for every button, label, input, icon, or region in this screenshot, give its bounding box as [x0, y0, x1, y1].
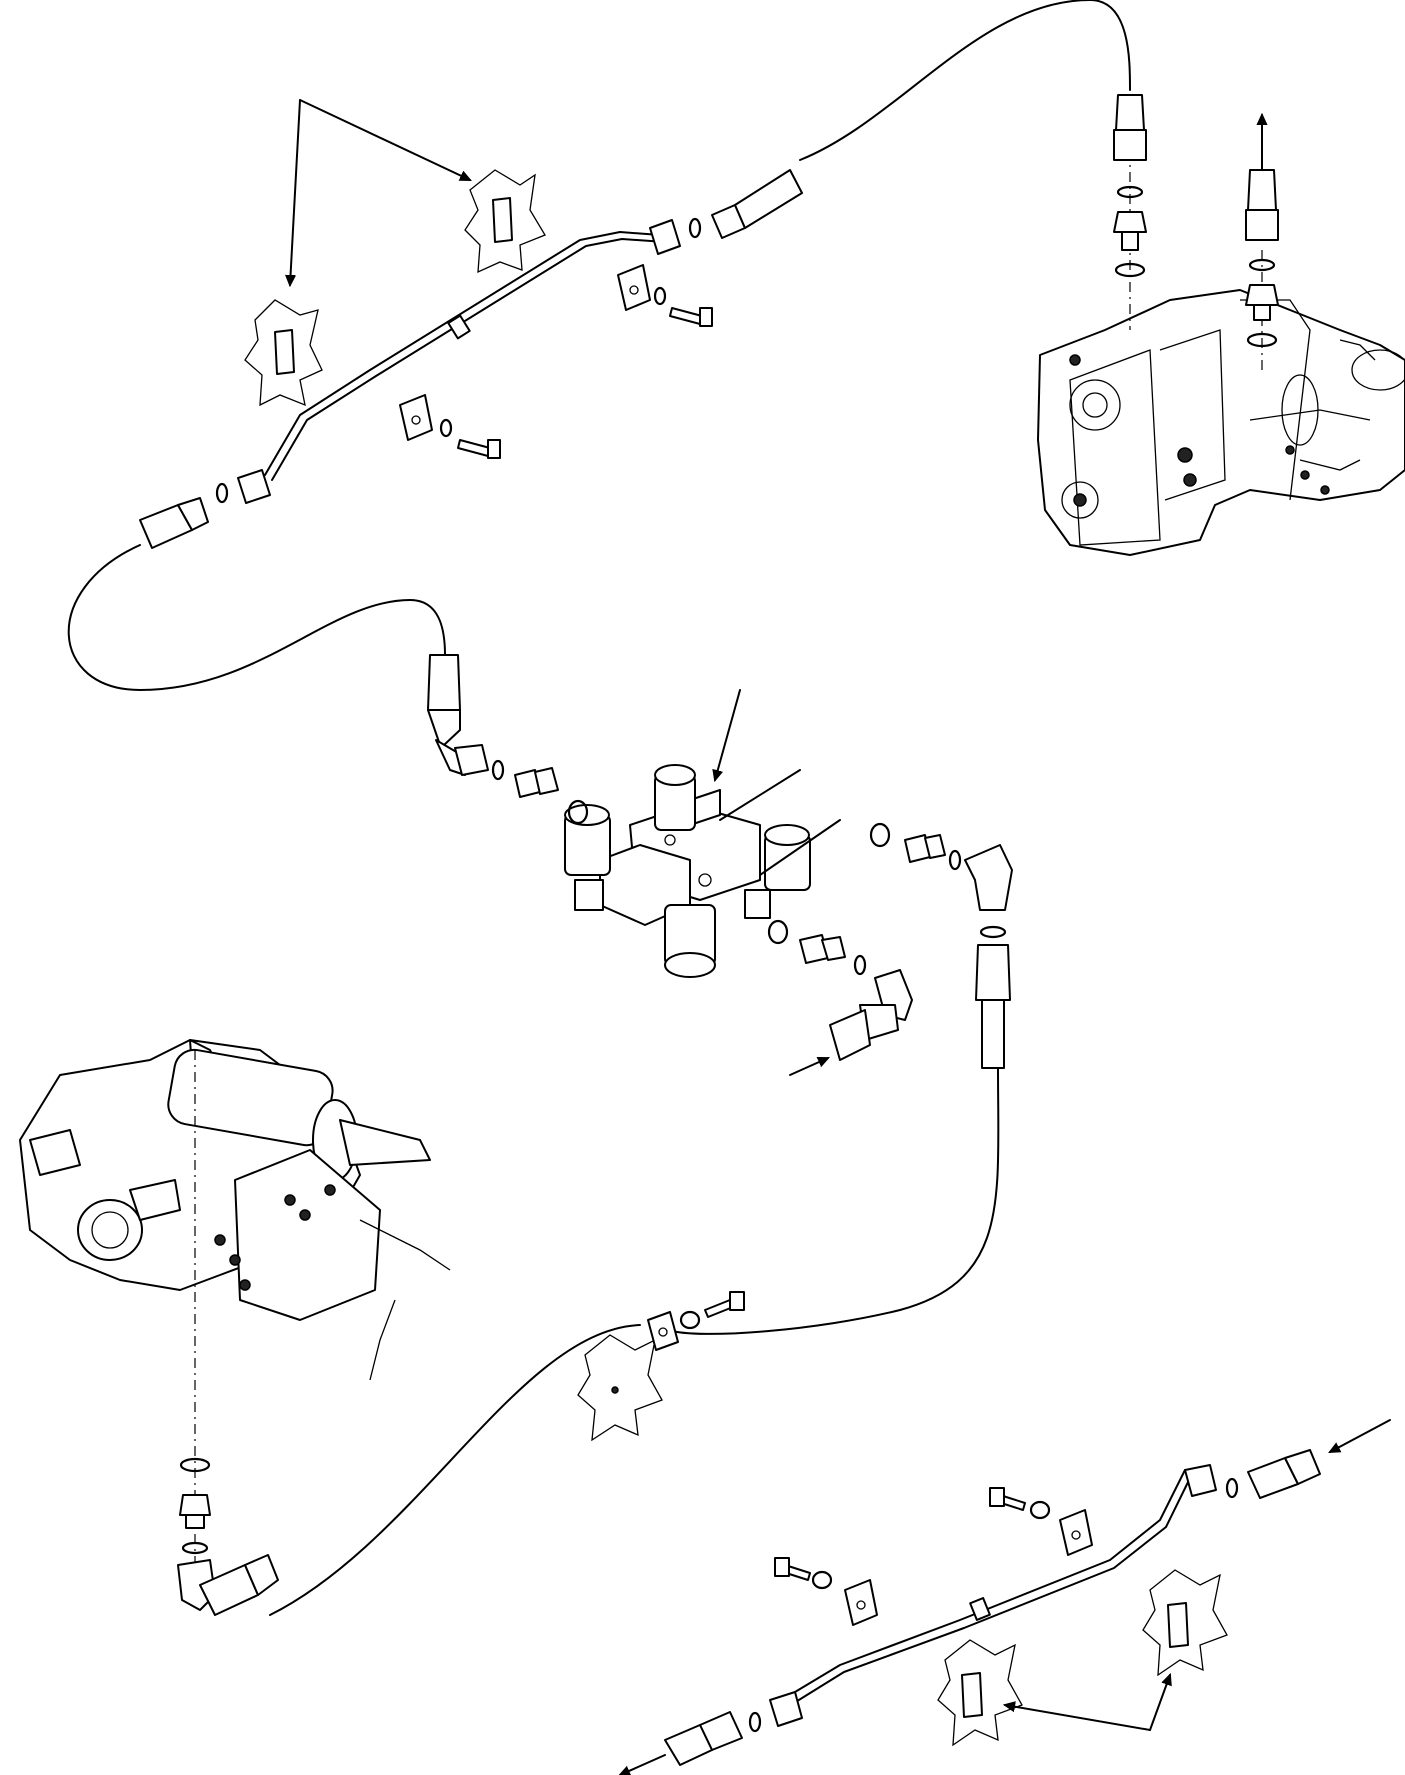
- pipe-clamp: [1059, 1509, 1093, 1556]
- solenoid-valve-block: [564, 764, 841, 978]
- washer: [653, 286, 667, 306]
- pipe-clamp: [647, 1311, 679, 1351]
- o-ring: [1225, 1477, 1239, 1499]
- pipe-clamp: [617, 264, 651, 311]
- o-ring: [979, 925, 1007, 939]
- rigid-pipe-upper: [264, 231, 666, 481]
- o-ring: [491, 759, 505, 781]
- o-ring: [567, 799, 589, 825]
- bracket-mount: [244, 299, 323, 407]
- elbow-fitting: [964, 844, 1013, 911]
- o-ring: [688, 217, 702, 239]
- hose-end-fitting: [711, 169, 803, 239]
- o-ring: [215, 482, 229, 504]
- o-ring: [1114, 262, 1146, 278]
- o-ring: [1116, 185, 1144, 199]
- hose-end-fitting: [199, 1554, 279, 1616]
- leader-arrows: [290, 99, 470, 285]
- hose-end-fitting: [620, 1711, 743, 1775]
- pipe-clamp: [399, 394, 433, 441]
- o-ring: [748, 1711, 762, 1733]
- hose-end-fitting: [829, 1004, 899, 1061]
- hose-end-fitting: [1247, 1419, 1391, 1499]
- washer: [1029, 1500, 1051, 1520]
- hose-end-fitting: [1113, 94, 1147, 161]
- leader-arrows: [715, 689, 741, 780]
- o-ring: [1248, 258, 1276, 272]
- o-ring: [179, 1457, 211, 1473]
- o-ring: [767, 919, 789, 945]
- o-ring: [181, 1541, 209, 1555]
- o-ring: [853, 954, 867, 976]
- hose-end-fitting: [975, 944, 1011, 1069]
- swivel-nut: [237, 469, 271, 504]
- adapter-fitting: [179, 1494, 211, 1529]
- washer: [679, 1310, 701, 1330]
- bolt: [669, 307, 713, 327]
- adapter-fitting: [1245, 284, 1279, 321]
- o-ring: [869, 822, 891, 848]
- hose-upper-long-loop: [67, 0, 1131, 691]
- hose-end-fitting: [139, 497, 209, 549]
- hose-lower-long-loop: [269, 1067, 1000, 1616]
- leader-arrows: [1005, 1675, 1170, 1731]
- hose-end-fitting: [1245, 115, 1279, 241]
- flow-arrow: [789, 1057, 828, 1076]
- rigid-pipe-lower: [789, 1469, 1193, 1704]
- elbow-fitting: [454, 744, 489, 776]
- adapter-fitting: [1113, 211, 1147, 251]
- washer: [811, 1570, 833, 1590]
- pipe-clamp: [844, 1579, 878, 1626]
- adapter-fitting: [514, 767, 559, 798]
- bracket-mount: [1142, 1569, 1228, 1677]
- swivel-nut: [1184, 1464, 1217, 1497]
- adapter-fitting: [799, 934, 846, 964]
- bracket-mount: [577, 1334, 663, 1442]
- washer: [439, 418, 453, 438]
- swivel-nut: [769, 1691, 803, 1727]
- o-ring: [948, 849, 962, 871]
- axle-housing: [19, 1039, 451, 1381]
- bracket-mount: [464, 169, 546, 274]
- adapter-fitting: [904, 834, 946, 863]
- bracket-mount: [937, 1639, 1023, 1747]
- bolt: [457, 439, 501, 459]
- o-ring: [1246, 332, 1278, 348]
- transmission-housing: [1037, 289, 1405, 556]
- bolt: [704, 1291, 745, 1318]
- bolt: [989, 1487, 1026, 1511]
- swivel-nut: [649, 219, 681, 255]
- bolt: [774, 1557, 811, 1581]
